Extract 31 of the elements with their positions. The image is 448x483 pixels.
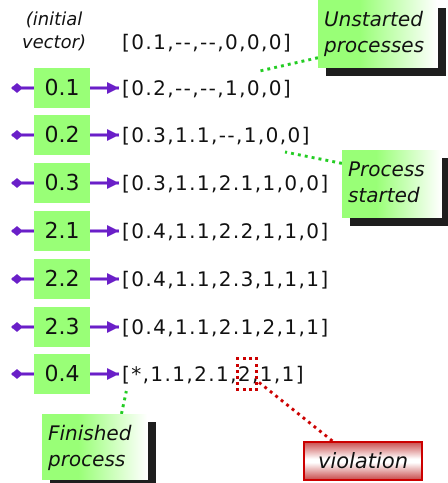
- vector-text: [0.1,--,--,0,0,0]: [122, 25, 292, 59]
- note-text: (initial vector): [20, 8, 88, 54]
- arrow: [90, 225, 119, 237]
- callout-box: Finished process: [42, 414, 148, 480]
- vector-text: [*,1.1,2.1,2,1,1]: [122, 362, 305, 386]
- event-box: 2.1: [34, 211, 90, 251]
- event-box: 0.3: [34, 163, 90, 203]
- arrow: [90, 177, 119, 189]
- arrow: [90, 129, 119, 141]
- vector-text: [0.4,1.1,2.3,1,1,1]: [122, 262, 330, 296]
- arrow: [90, 82, 119, 94]
- vector-text: [0.2,--,--,1,0,0]: [122, 71, 292, 105]
- event-box: 0.4: [34, 354, 90, 394]
- leader-line: [257, 380, 334, 442]
- arrow: [90, 321, 119, 333]
- event-box: 0.1: [34, 68, 90, 108]
- vector-text: [0.3,1.1,--,1,0,0]: [122, 118, 311, 152]
- leader-line: [120, 390, 128, 414]
- event-box: 2.3: [34, 307, 90, 347]
- callout-box: Process started: [342, 150, 442, 218]
- arrow: [90, 273, 119, 285]
- event-box: 0.2: [34, 115, 90, 155]
- arrow: [90, 368, 119, 380]
- vector-text: [0.4,1.1,2.2,1,1,0]: [122, 214, 330, 248]
- vector-text: [0.4,1.1,2.1,2,1,1]: [122, 310, 330, 344]
- event-box: 2.2: [34, 259, 90, 299]
- callout-box: Unstarted processes: [318, 0, 438, 68]
- warning-callout: violation: [303, 441, 423, 481]
- vector-text: [0.3,1.1,2.1,1,0,0]: [122, 166, 330, 200]
- leader-line: [284, 150, 342, 165]
- leader-line: [259, 56, 318, 72]
